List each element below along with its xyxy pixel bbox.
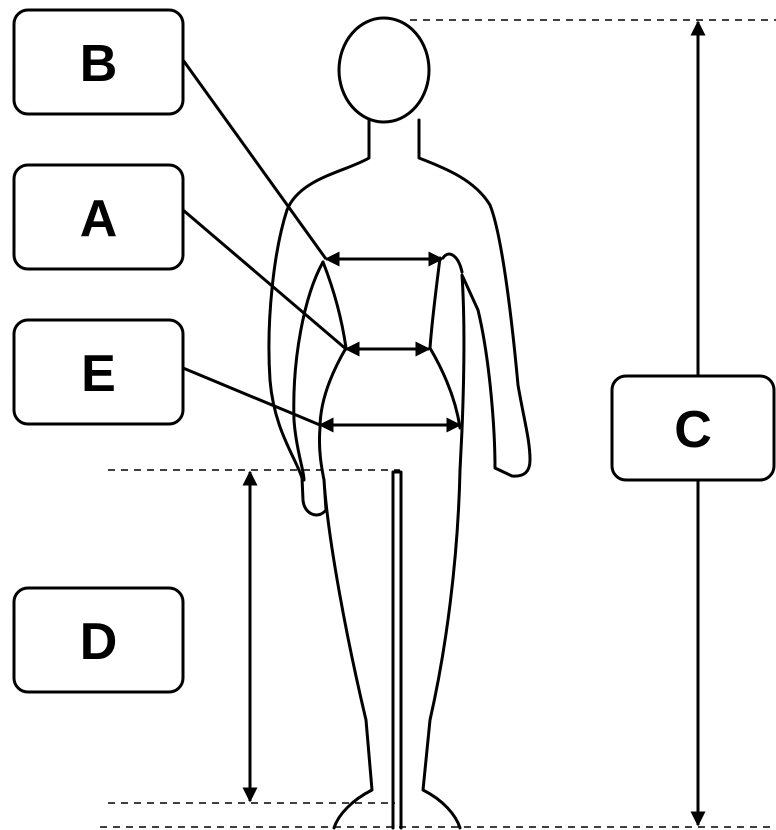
label-c: C: [610, 374, 776, 482]
a-leader-line: [182, 208, 347, 351]
waist-curve-right: [428, 256, 462, 430]
torso-outline-right: [417, 118, 532, 830]
label-a-text: A: [80, 190, 118, 248]
leg-gap: [391, 470, 403, 830]
label-e: E: [12, 318, 185, 426]
right-arm-inner: [441, 252, 464, 274]
waist-curve: [318, 260, 348, 482]
b-leader-line: [181, 59, 328, 260]
label-b: B: [12, 8, 185, 116]
label-d-text: D: [80, 613, 118, 671]
label-e-text: E: [81, 345, 116, 403]
body-silhouette: [267, 16, 532, 830]
label-c-text: C: [674, 401, 712, 459]
label-d: D: [12, 586, 185, 694]
torso-outline: [267, 118, 374, 830]
e-leader-line: [182, 366, 321, 427]
head: [337, 16, 431, 124]
left-arm-inner: [292, 260, 325, 482]
label-a: A: [12, 163, 185, 271]
label-b-text: B: [80, 35, 118, 93]
